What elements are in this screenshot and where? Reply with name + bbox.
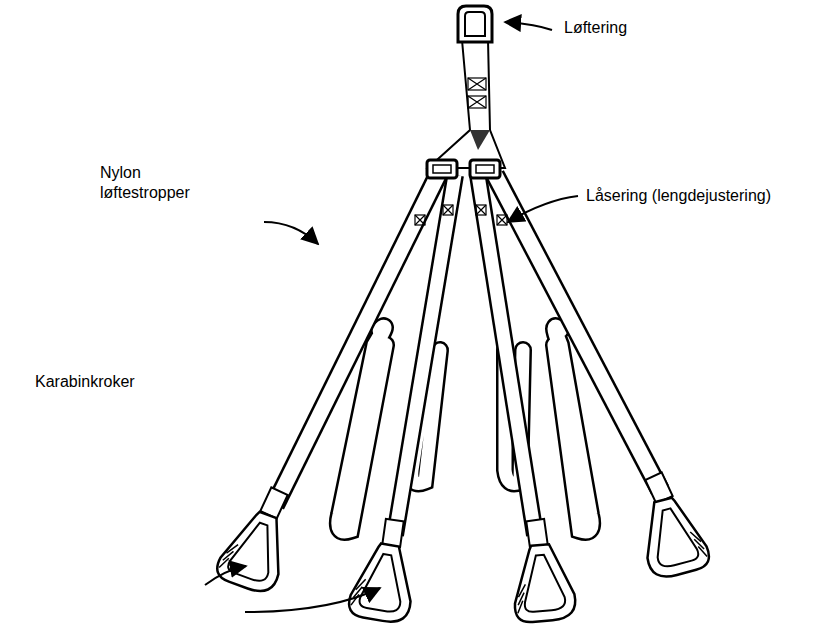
- leader-arrow: [264, 222, 318, 244]
- carabiner-hook: [634, 492, 712, 581]
- part-label: Låsering (lengdejustering): [586, 186, 771, 206]
- leader-arrow: [205, 566, 246, 585]
- part-label: Karabinkroker: [35, 372, 135, 392]
- leader-arrow: [245, 588, 380, 612]
- part-label: Løftering: [564, 18, 627, 38]
- leader-arrow: [508, 196, 578, 222]
- carabiner-hook: [213, 505, 296, 597]
- part-label: Nylon løftestropper: [100, 163, 210, 203]
- leader-arrow: [505, 22, 552, 30]
- carabiner-hook: [510, 542, 577, 623]
- carabiner-hook: [347, 540, 420, 625]
